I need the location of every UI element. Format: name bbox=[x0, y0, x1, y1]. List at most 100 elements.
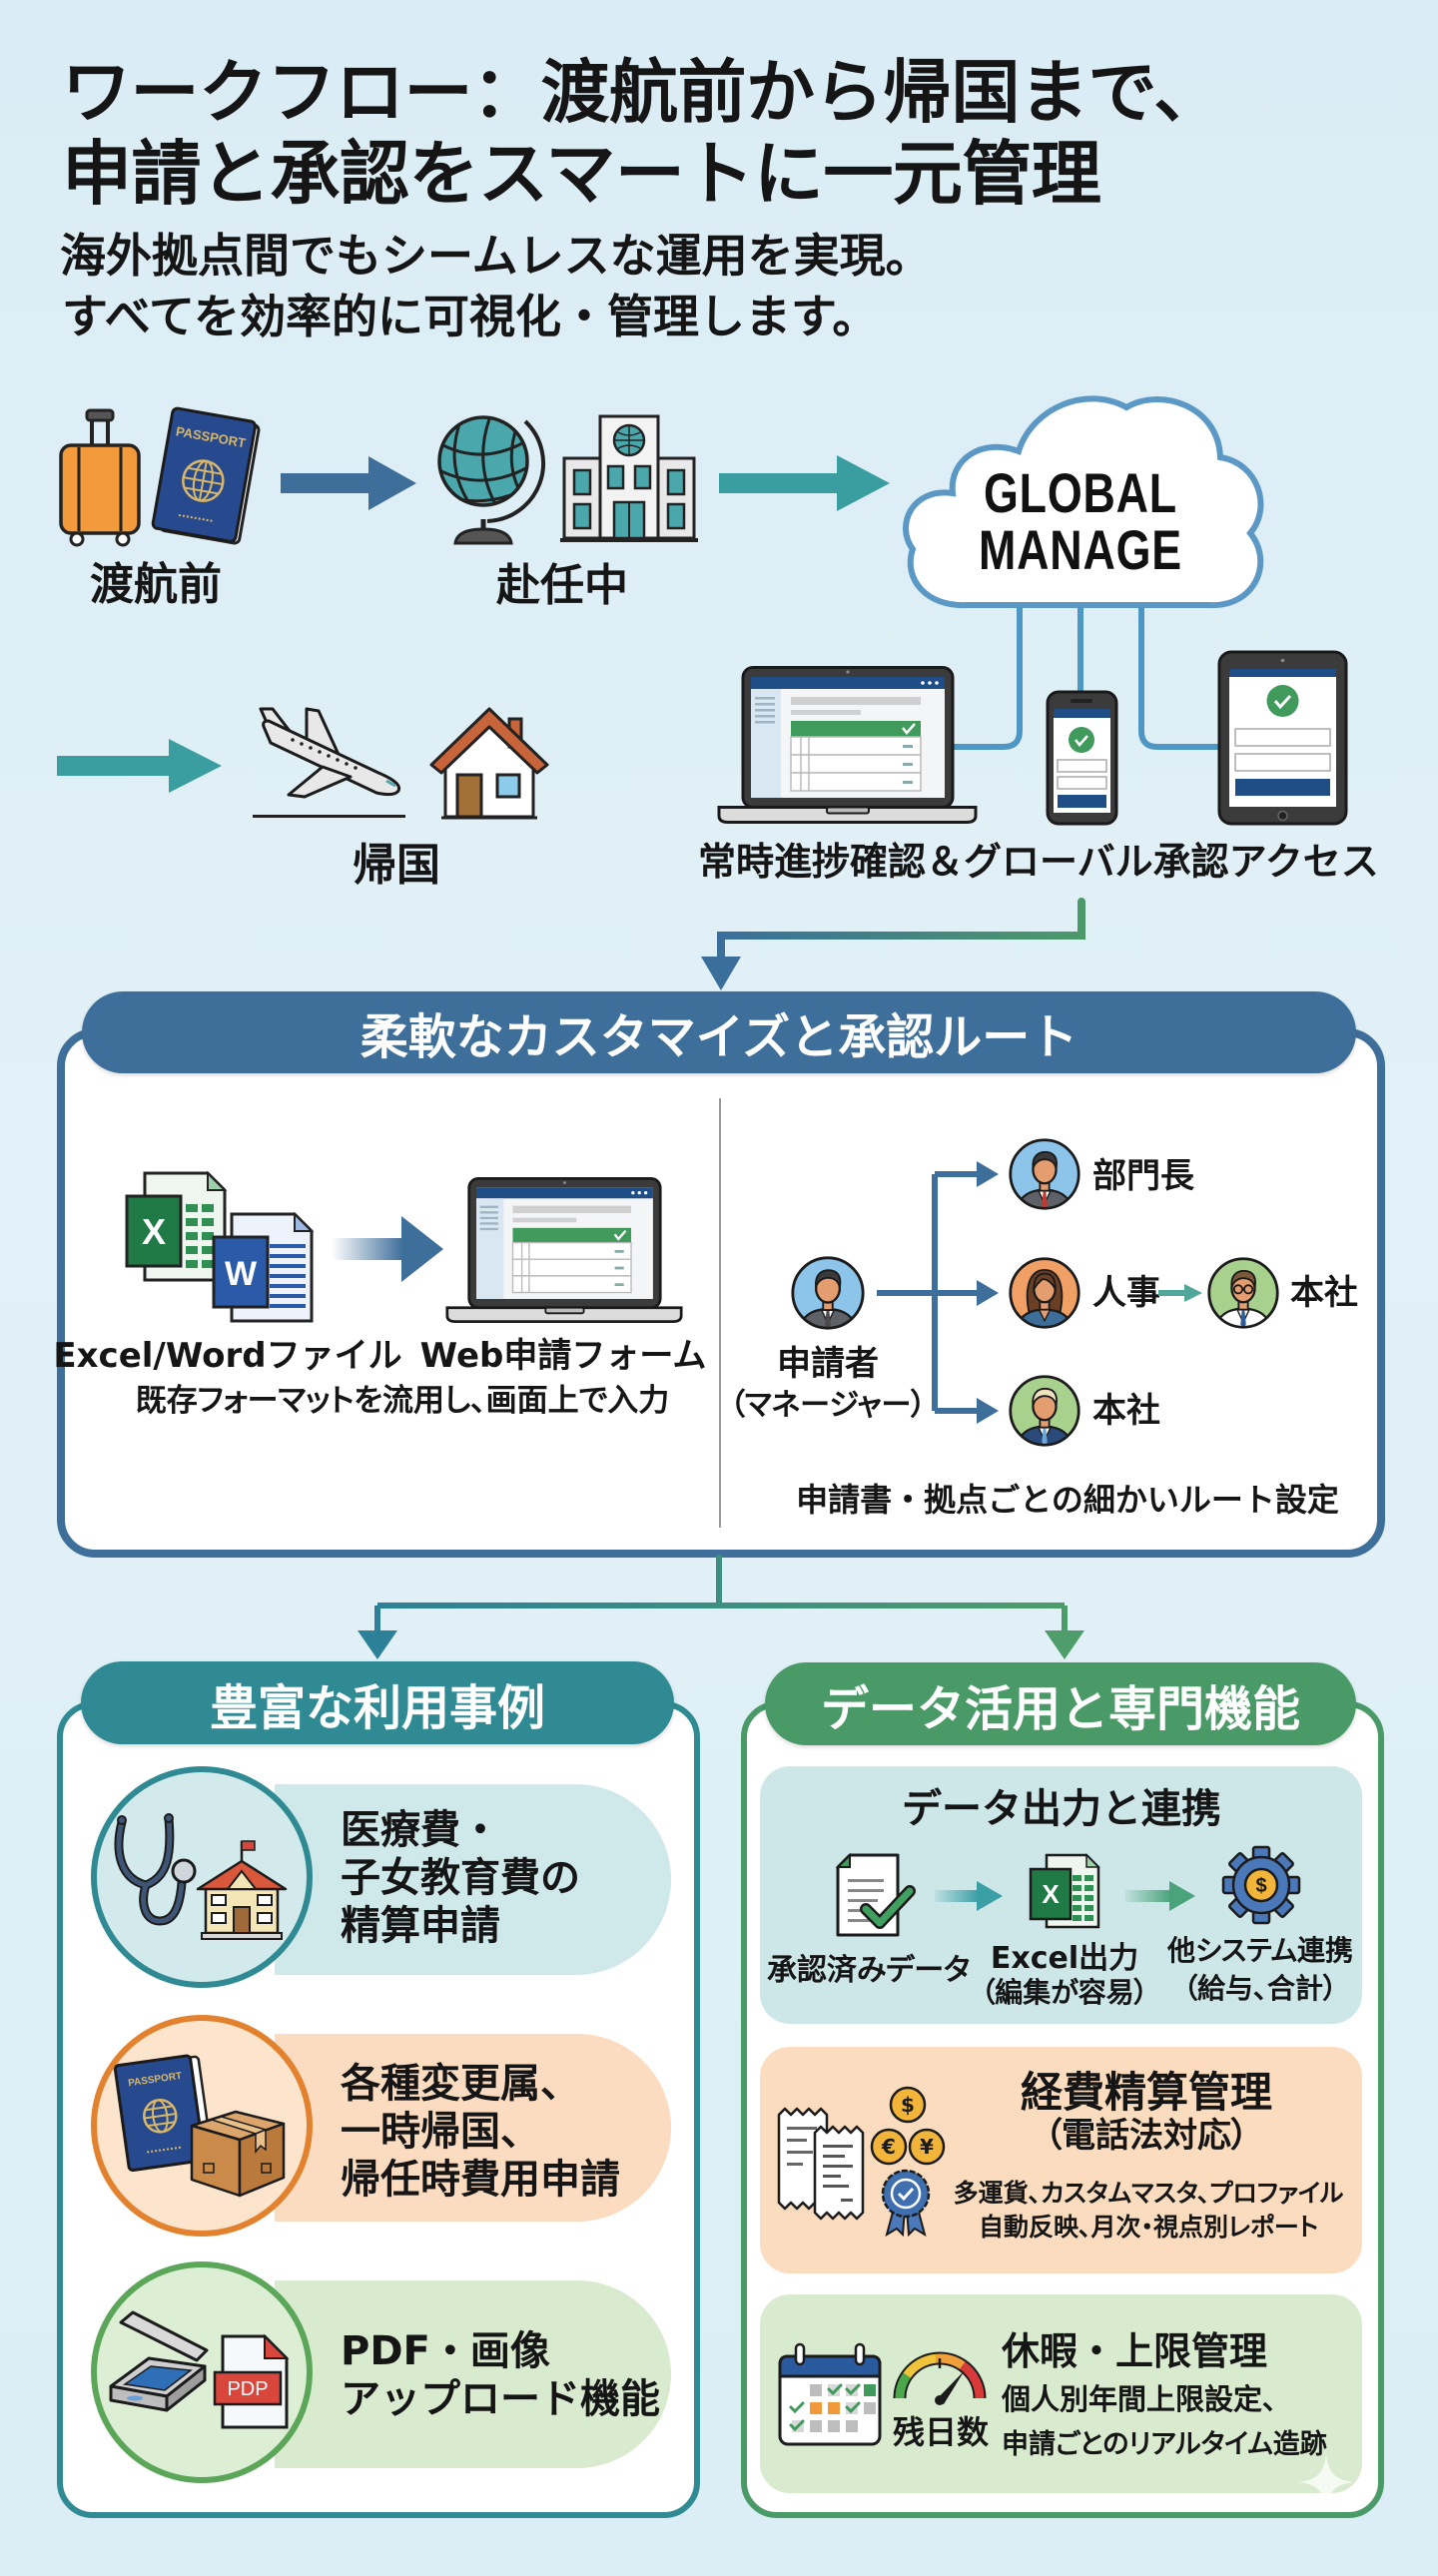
coin-symbol-euro: € bbox=[881, 2135, 896, 2159]
passport-icon: PASSPORT bbox=[151, 406, 261, 545]
laptop-icon bbox=[717, 666, 978, 824]
leave-feature-line-2: 申請ごとのリアルタイム造跡 bbox=[1002, 2429, 1327, 2460]
data-export-title: データ出力と連携 bbox=[902, 1786, 1221, 1832]
approver-department-head: 部門長 bbox=[1092, 1156, 1194, 1196]
subtitle-line-1: 海外拠点間でもシームレスな運用を実現。 bbox=[60, 229, 932, 283]
remaining-days-label: 残日数 bbox=[892, 2413, 989, 2451]
arrow-right-icon bbox=[57, 739, 222, 793]
globe-icon bbox=[437, 415, 545, 545]
compliance-badge-icon bbox=[881, 2169, 931, 2238]
gear-dollar-icon: $ bbox=[1221, 1845, 1301, 1925]
sparkle-icon bbox=[1298, 2454, 1354, 2510]
use-case-line: 帰任時費用申請 bbox=[341, 2157, 620, 2203]
excel-export-icon: X bbox=[1029, 1853, 1100, 1929]
cloud-label-line-2: MANAGE bbox=[979, 518, 1182, 581]
expense-feature-line-2: 自動反映、月次・視点別レポート bbox=[978, 2213, 1318, 2242]
coin-symbol-dollar: $ bbox=[901, 2093, 915, 2117]
connection-lines bbox=[953, 607, 1219, 750]
applicant-role: （マネージャー） bbox=[729, 1388, 927, 1423]
arrow-right-icon bbox=[332, 1216, 443, 1282]
approver-hr-next-headquarters: 本社 bbox=[1290, 1273, 1358, 1313]
approval-branch-arrows bbox=[877, 1161, 999, 1424]
use-case-text-relocation: 各種変更属、 一時帰国、 帰任時費用申請 bbox=[341, 2060, 620, 2204]
web-form-label: Web申請フォーム bbox=[419, 1336, 707, 1376]
receipts-icon bbox=[777, 2107, 865, 2221]
stage-label-on-assignment: 赴任中 bbox=[496, 560, 628, 611]
stethoscope-school-icon bbox=[114, 1813, 288, 1940]
route-caption: 申請書・拠点ごとの細かいルート設定 bbox=[796, 1481, 1339, 1519]
flow-arrow-down bbox=[701, 898, 1085, 990]
word-letter: W bbox=[225, 1255, 258, 1293]
use-case-card-medical bbox=[275, 1784, 671, 1975]
use-cases-panel-title: 豊富な利用事例 bbox=[81, 1661, 674, 1744]
use-case-line: 医療費・ bbox=[341, 1807, 500, 1853]
panel-divider bbox=[719, 1098, 721, 1528]
arrow-right-icon bbox=[719, 455, 890, 511]
headquarters-avatar bbox=[1206, 1256, 1280, 1330]
arrow-right-icon bbox=[281, 456, 416, 510]
stage-label-return: 帰国 bbox=[353, 840, 440, 891]
expense-subtitle: （電話法対応） bbox=[1045, 2116, 1248, 2156]
page-title-line-2: 申請と承認をスマートに一元管理 bbox=[62, 133, 1101, 215]
airplane-icon bbox=[259, 707, 401, 799]
export-step-excel: Excel出力 bbox=[990, 1941, 1139, 1976]
scanner-pdf-icon: PDP bbox=[109, 2310, 290, 2429]
house-icon bbox=[429, 707, 549, 820]
use-case-line: アップロード機能 bbox=[341, 2376, 660, 2422]
use-case-line: 子女教育費の bbox=[341, 1855, 580, 1901]
arrow-right-icon bbox=[1158, 1284, 1202, 1302]
excel-word-files-icon: X W bbox=[125, 1170, 315, 1323]
access-label: 常時進捗確認＆グローバル承認アクセス bbox=[698, 840, 1379, 884]
calendar-icon bbox=[778, 2342, 882, 2446]
gear-currency-symbol: $ bbox=[1255, 1875, 1266, 1897]
coin-symbol-yen: ¥ bbox=[920, 2135, 934, 2159]
smartphone-icon bbox=[1046, 690, 1118, 826]
arrow-right-icon bbox=[1125, 1881, 1195, 1911]
use-case-line: 各種変更属、 bbox=[341, 2061, 580, 2107]
excel-letter: X bbox=[1042, 1879, 1060, 1909]
expense-feature-line-1: 多運貨、カスタムマスタ、プロファイル bbox=[953, 2179, 1344, 2208]
department-head-avatar bbox=[1008, 1137, 1081, 1211]
runway-line bbox=[253, 815, 405, 818]
hr-avatar bbox=[1008, 1256, 1081, 1330]
page-title-line-1: ワークフロー：渡航前から帰国まで、 bbox=[62, 53, 1222, 133]
applicant-label: 申請者 bbox=[777, 1344, 879, 1384]
excel-letter: X bbox=[142, 1211, 166, 1252]
customize-panel-title: 柔軟なカスタマイズと承認ルート bbox=[82, 991, 1356, 1073]
use-case-text-medical: 医療費・ 子女教育費の 精算申請 bbox=[341, 1806, 580, 1950]
approver-hr: 人事 bbox=[1092, 1273, 1160, 1313]
data-features-panel-title: データ活用と専門機能 bbox=[765, 1662, 1356, 1745]
use-case-line: 一時帰国、 bbox=[341, 2109, 540, 2155]
passport-box-icon: PASSPORT bbox=[113, 2054, 286, 2198]
use-case-text-upload: PDF・画像 アップロード機能 bbox=[341, 2327, 660, 2423]
stage-label-pre-departure: 渡航前 bbox=[90, 559, 222, 610]
remaining-days-gauge-icon bbox=[893, 2351, 987, 2405]
leave-feature-line-1: 個人別年間上限設定、 bbox=[1002, 2382, 1277, 2416]
web-form-laptop-icon bbox=[445, 1177, 683, 1323]
export-step-integration-note: （給与、合計） bbox=[1182, 1972, 1337, 2005]
export-step-integration: 他システム連携 bbox=[1167, 1934, 1353, 1967]
use-case-line: 精算申請 bbox=[341, 1903, 500, 1949]
cloud-icon bbox=[903, 395, 1264, 609]
arrow-right-icon bbox=[935, 1881, 1003, 1911]
use-case-line: PDF・画像 bbox=[341, 2328, 550, 2374]
headquarters-avatar bbox=[1008, 1374, 1081, 1448]
use-case-card-upload bbox=[275, 2280, 671, 2468]
export-step-excel-note: （編集が容易） bbox=[981, 1976, 1148, 2009]
leave-title: 休暇・上限管理 bbox=[1002, 2329, 1268, 2373]
source-files-label: Excel/Wordファイル bbox=[53, 1336, 402, 1376]
export-step-approved-data: 承認済みデータ bbox=[767, 1953, 971, 1988]
currency-coins-icon: $ € ¥ bbox=[870, 2086, 946, 2166]
cloud-device-network bbox=[717, 395, 1348, 826]
cloud-label-line-1: GLOBAL bbox=[984, 461, 1177, 524]
expense-title: 経費精算管理 bbox=[1020, 2068, 1272, 2117]
applicant-avatar bbox=[790, 1255, 866, 1331]
subtitle-line-2: すべてを効率的に可視化・管理します。 bbox=[62, 290, 879, 343]
office-building-icon bbox=[560, 414, 698, 542]
tablet-icon bbox=[1217, 650, 1348, 826]
split-flow-arrows bbox=[358, 1555, 1084, 1659]
use-case-card-relocation bbox=[275, 2034, 671, 2222]
conversion-caption: 既存フォーマットを流用し、画面上で入力 bbox=[135, 1383, 670, 1419]
approved-document-icon bbox=[835, 1852, 916, 1937]
pdf-badge-label: PDP bbox=[227, 2378, 268, 2400]
